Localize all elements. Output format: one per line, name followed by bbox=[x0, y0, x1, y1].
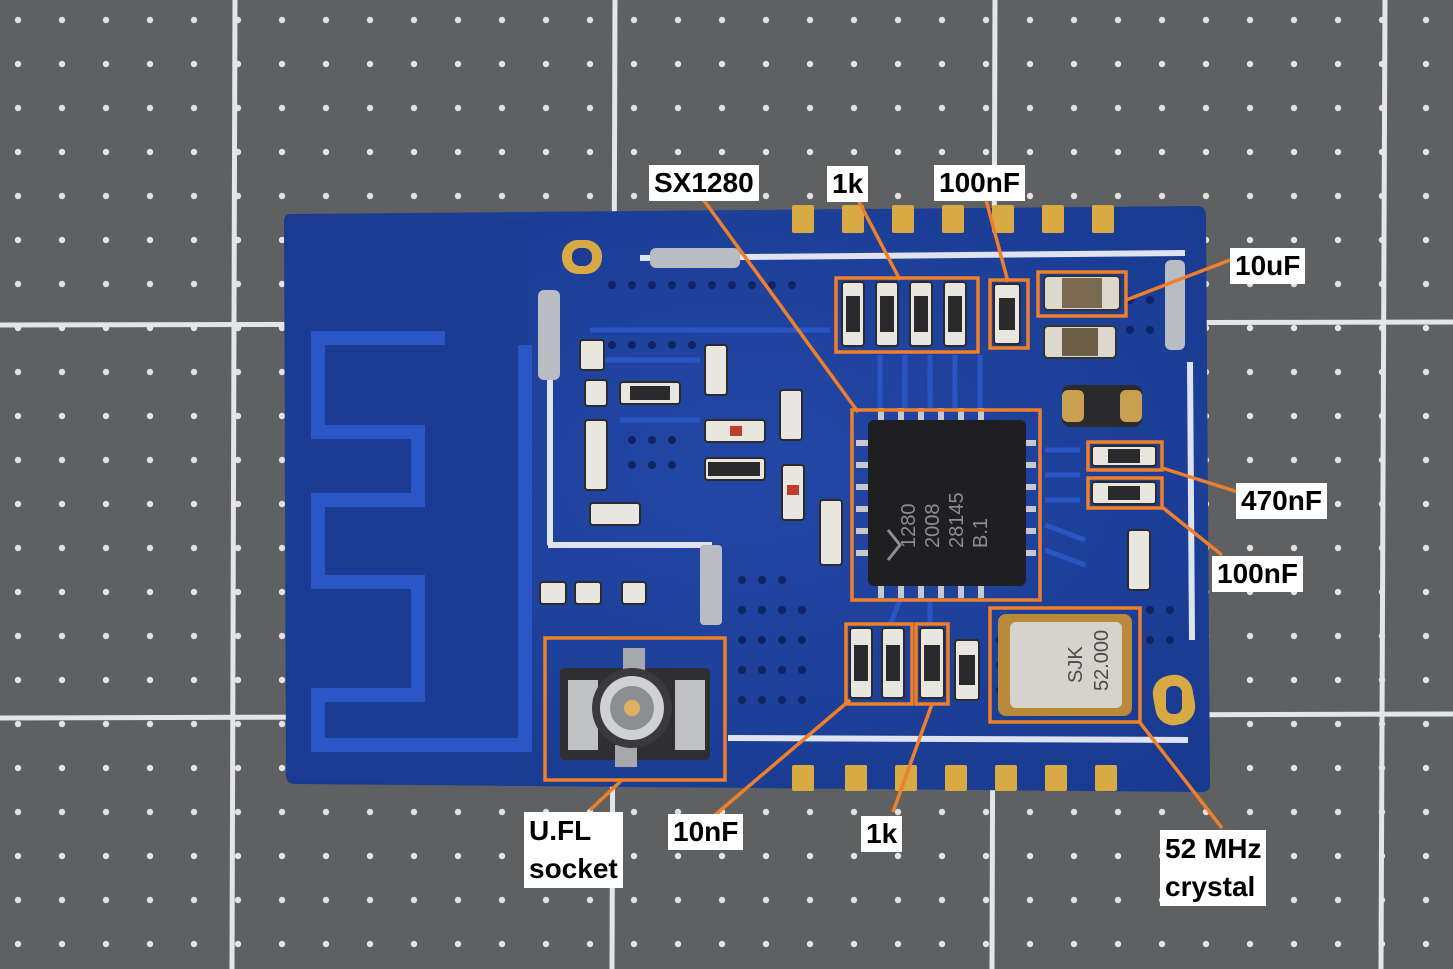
leader-100nf-right bbox=[1160, 505, 1224, 557]
crystal-marking-2: 52.000 bbox=[1091, 630, 1113, 691]
leader-1k-top bbox=[854, 195, 902, 281]
pcb-board: 1280 2008 28145 B.1 bbox=[284, 205, 1210, 792]
box-10nf bbox=[844, 622, 914, 706]
leader-10uf bbox=[1125, 258, 1231, 302]
label-ufl-line2: socket bbox=[529, 853, 618, 884]
label-470nf: 470nF bbox=[1236, 483, 1327, 519]
ufl-socket bbox=[560, 648, 710, 767]
crystal-52mhz: SJK 52.000 bbox=[998, 614, 1132, 716]
label-1k-top: 1k bbox=[827, 166, 869, 202]
leader-1k-bottom bbox=[891, 703, 934, 813]
box-470nf bbox=[1086, 440, 1164, 472]
label-100nf-top: 100nF bbox=[934, 165, 1025, 201]
label-1k-bottom: 1k bbox=[861, 816, 903, 852]
leader-10nf bbox=[713, 698, 852, 817]
chip-marking-2: 2008 bbox=[922, 504, 944, 549]
chip-marking-3: 28145 bbox=[946, 492, 968, 548]
crystal-marking-1: SJK bbox=[1065, 646, 1087, 683]
callouts bbox=[543, 193, 1239, 830]
chip-marking-4: B.1 bbox=[970, 518, 992, 548]
label-10uf: 10uF bbox=[1230, 248, 1306, 284]
box-sx1280 bbox=[850, 408, 1042, 602]
smd-components bbox=[539, 275, 1157, 701]
label-sx1280: SX1280 bbox=[649, 165, 759, 201]
antenna-trace bbox=[311, 331, 532, 752]
leader-crystal bbox=[1136, 718, 1224, 830]
label-10nf: 10nF bbox=[668, 814, 744, 850]
label-ufl-line1: U.FL bbox=[529, 815, 592, 846]
box-ufl bbox=[543, 636, 727, 782]
label-100nf-right: 100nF bbox=[1212, 556, 1303, 592]
leader-sx1280 bbox=[698, 193, 860, 414]
sx1280-chip: 1280 2008 28145 B.1 bbox=[856, 408, 1036, 598]
chip-marking-1: 1280 bbox=[898, 504, 920, 549]
box-100nf-right bbox=[1086, 476, 1164, 510]
label-52mhz-crystal: 52 MHz crystal bbox=[1160, 830, 1267, 906]
label-crystal-line2: crystal bbox=[1165, 871, 1256, 902]
leader-ufl bbox=[588, 778, 624, 812]
box-1k-top bbox=[834, 276, 980, 354]
leader-470nf bbox=[1161, 466, 1239, 494]
label-ufl-socket: U.FL socket bbox=[524, 812, 623, 888]
label-crystal-line1: 52 MHz bbox=[1165, 833, 1262, 864]
leader-100nf-top bbox=[983, 195, 1010, 283]
box-crystal bbox=[988, 606, 1142, 724]
box-10uf bbox=[1036, 270, 1128, 318]
